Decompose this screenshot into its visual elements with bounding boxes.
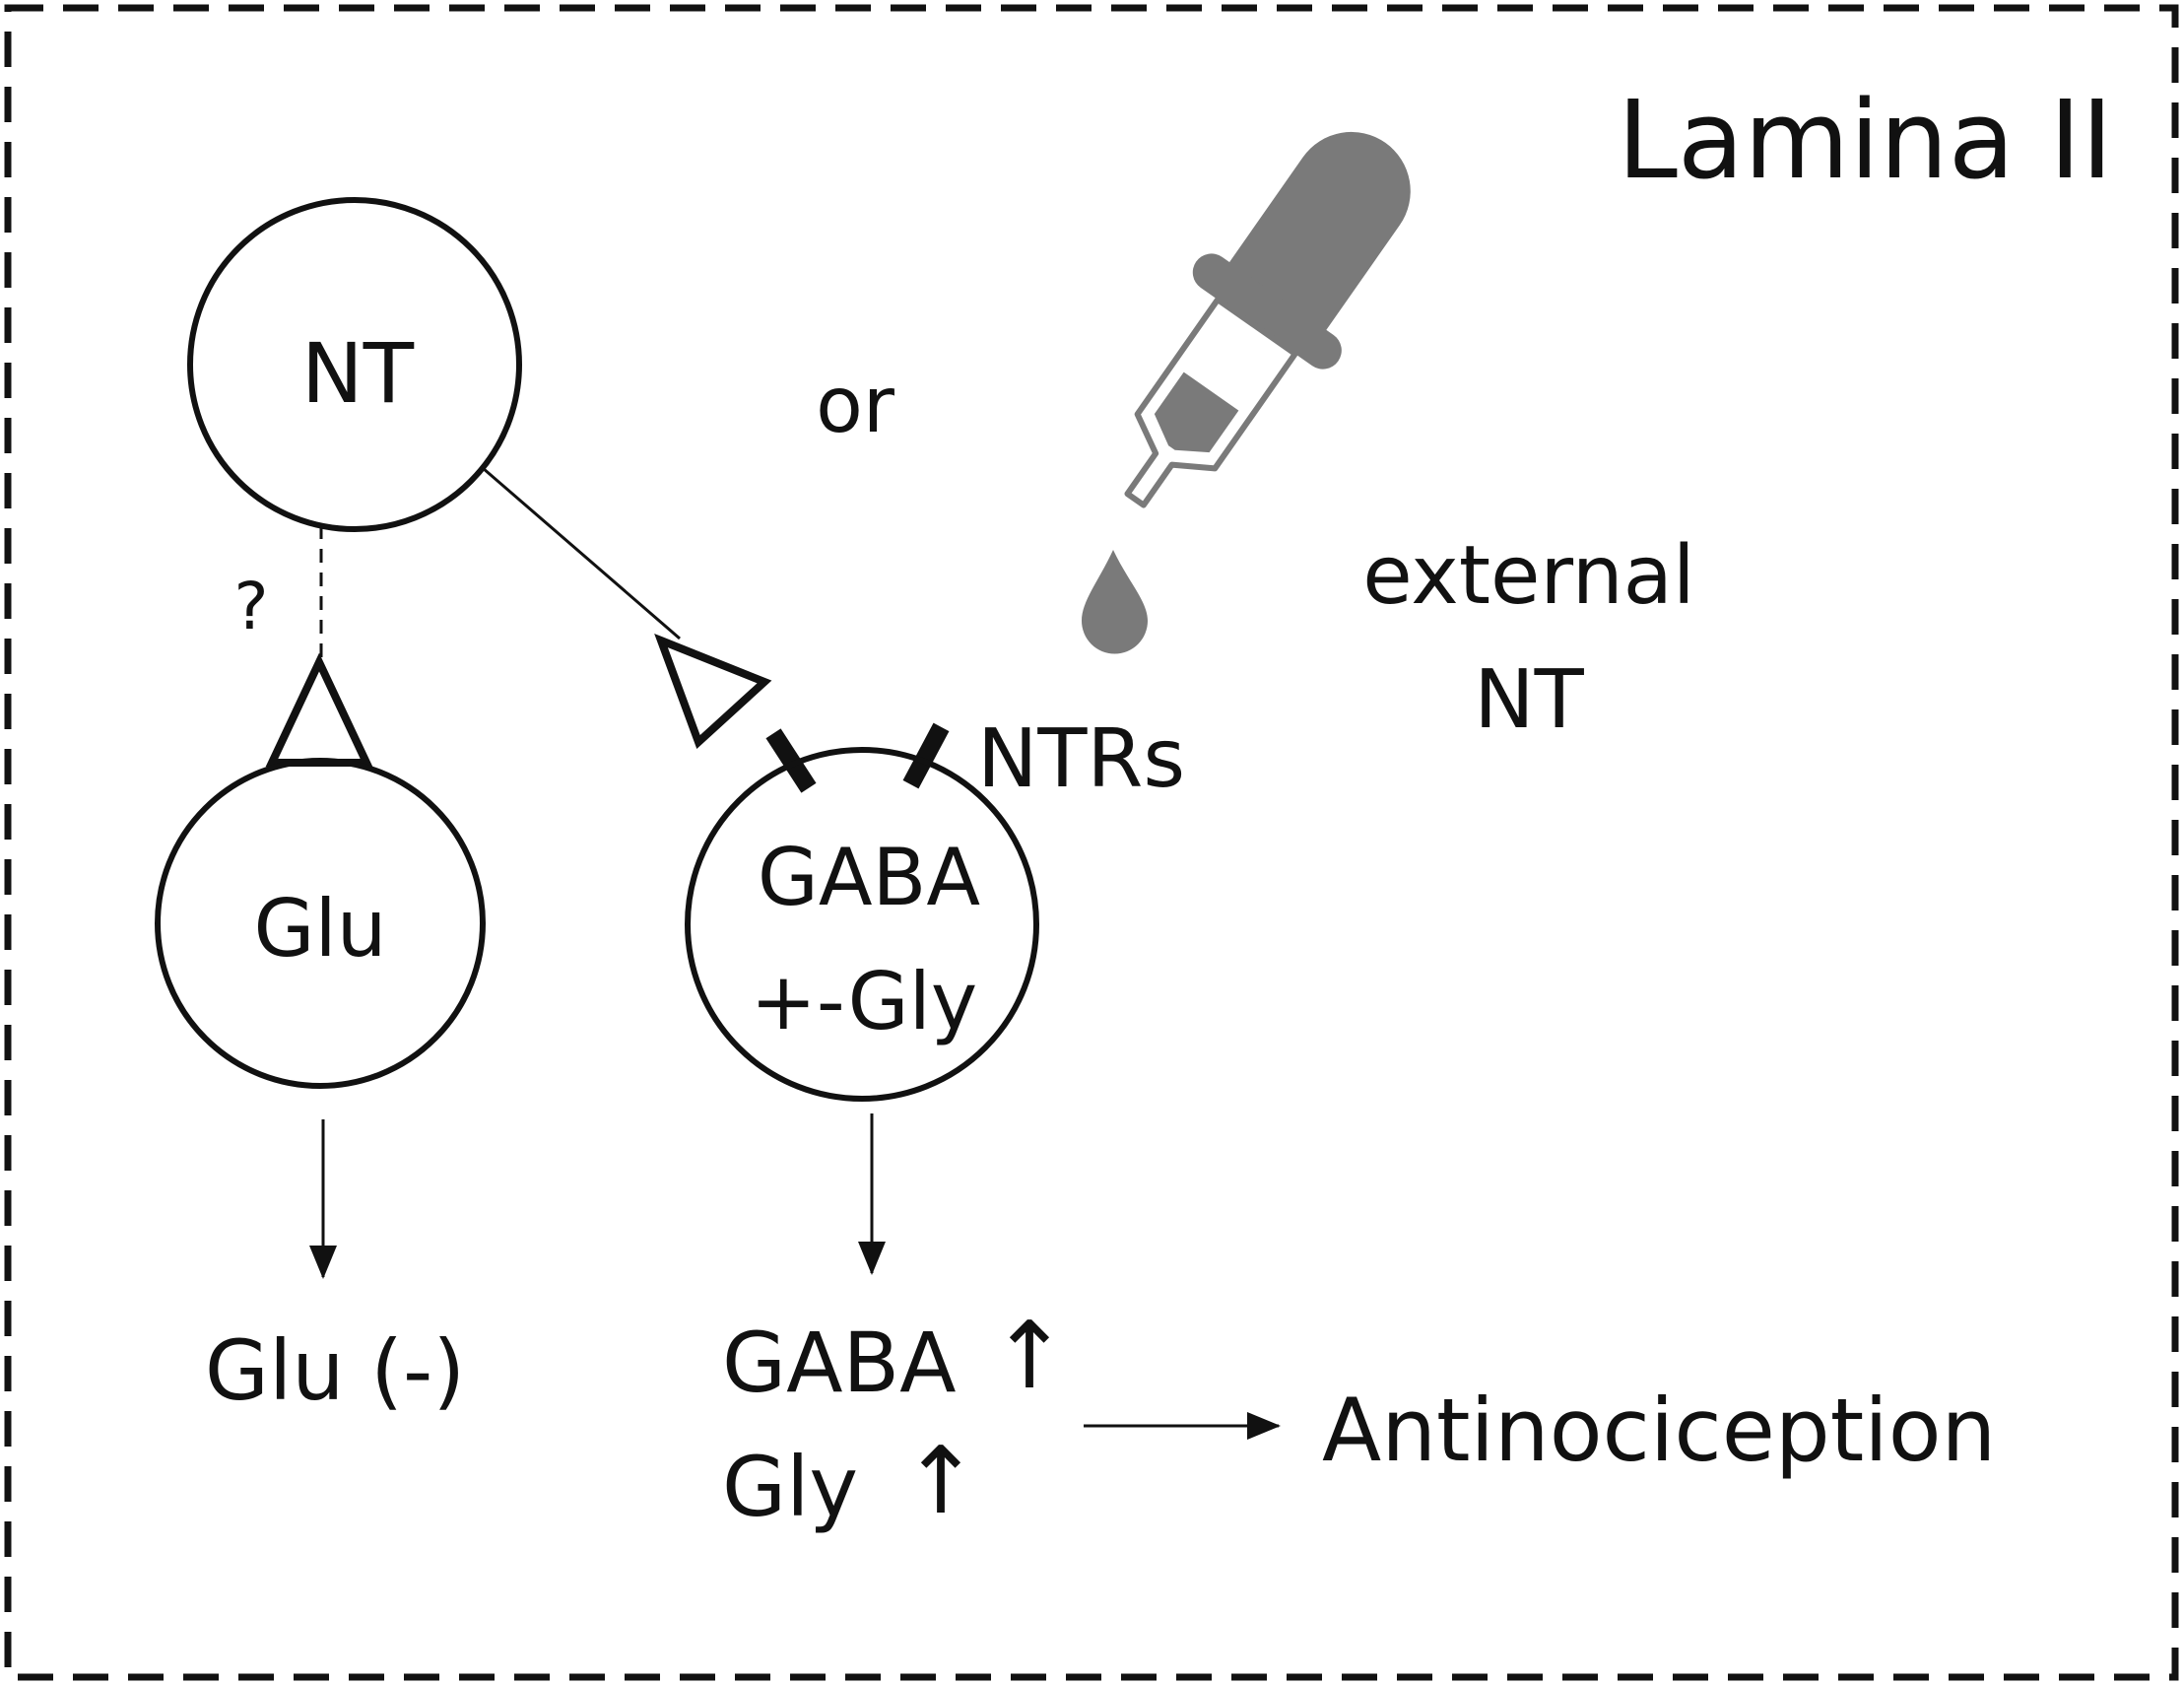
gaba-synaptic-terminal xyxy=(654,633,772,749)
result-label: Antinociception xyxy=(1322,1380,1996,1481)
gaba-gly-neuron xyxy=(685,747,1039,1102)
glu-output-label: Glu (-) xyxy=(205,1322,465,1419)
nt-neuron xyxy=(187,197,522,532)
unknown-mark: ? xyxy=(233,569,268,644)
region-label: Lamina II xyxy=(1618,77,2113,203)
external-nt-label-line1: external xyxy=(1362,529,1694,623)
lamina-boundary xyxy=(4,4,2179,1681)
receptor-right xyxy=(902,722,950,789)
glu-neuron xyxy=(155,758,486,1089)
nt-to-gaba-connection xyxy=(482,466,681,640)
liquid-drop xyxy=(1082,550,1148,654)
nt-neuron-label: NT xyxy=(301,325,415,422)
gly-release-label: Gly xyxy=(722,1439,858,1535)
gly-increase-arrow-icon: ↑ xyxy=(902,1428,980,1535)
external-nt-label-line2: NT xyxy=(1474,653,1584,747)
gaba-release-label: GABA xyxy=(722,1314,957,1411)
receptor-left xyxy=(765,728,817,793)
or-label: or xyxy=(816,362,895,450)
gaba-neuron-label: GABA xyxy=(758,832,981,923)
dropper-icon xyxy=(1082,131,1411,654)
receptors-label: NTRs xyxy=(977,712,1185,806)
dropper-collar xyxy=(1192,253,1342,370)
glu-synaptic-terminal xyxy=(265,652,373,767)
glu-neuron-label: Glu xyxy=(254,883,387,975)
gaba-increase-arrow-icon: ↑ xyxy=(991,1303,1069,1410)
gly-modifier-label: +-Gly xyxy=(751,956,977,1047)
dropper-bulb xyxy=(1224,131,1411,339)
dropper-liquid xyxy=(1154,371,1239,453)
